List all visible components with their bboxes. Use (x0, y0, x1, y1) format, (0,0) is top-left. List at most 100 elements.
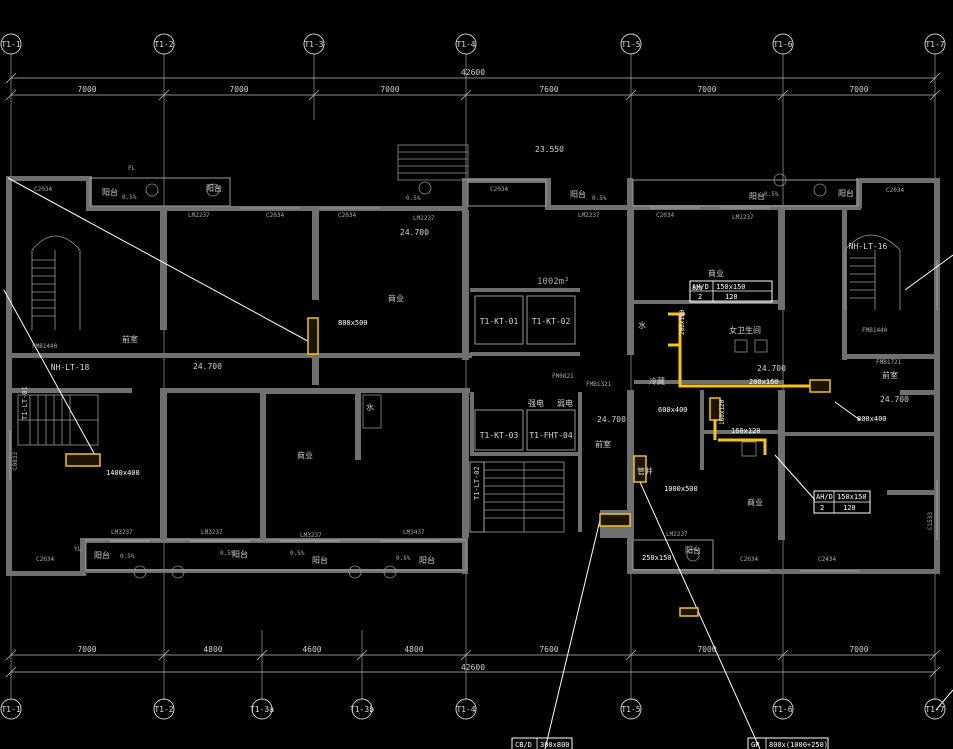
room-label: 商业 (708, 268, 724, 278)
dim-bottom: 7000 (77, 645, 96, 654)
table-cell: 2 (820, 504, 824, 512)
stair-center (483, 461, 565, 533)
window-tag: C2034 (740, 556, 758, 563)
bottom-axis-bubbles (0, 698, 946, 720)
door-tag: LM3237 (300, 532, 322, 539)
room-labels: 商业 商业 商业 商业 前室 前室 前室 女卫生间 阳台 阳台 阳台 阳台 阳台… (94, 183, 898, 565)
tag-code: CB/D (515, 741, 532, 749)
dim-top: 7000 (77, 85, 96, 94)
hatch-label: YL (74, 546, 82, 553)
room-label: 商业 (388, 293, 404, 303)
area-label: 1002m² (537, 277, 570, 287)
window-tag: C1533 (927, 512, 934, 530)
dim-bottom: 7600 (539, 645, 558, 654)
window-tag: C2434 (818, 556, 836, 563)
table-head: AH/D (816, 493, 833, 501)
axis-label-top: T1-5 (621, 40, 640, 49)
door-tags: LM2237 LM2237 LM2237 LM2237 LM3237 LM323… (12, 186, 934, 563)
room-label: 阳台 (570, 189, 586, 199)
room-label: 水 (366, 402, 374, 412)
top-axis-bubbles (0, 33, 946, 55)
top-dimension-lines (5, 72, 941, 101)
duct-table-1: AH/D 150x150 2 120 (689, 280, 773, 303)
top-axis-labels: T1-1 T1-2 T1-3 T1-4 T1-5 T1-6 T1-7 (1, 40, 944, 49)
room-label: 阳台 (232, 549, 248, 559)
room-label: 阳台 (749, 191, 765, 201)
axis-label-bottom: T1-6 (773, 705, 792, 714)
room-label: 阳台 (838, 188, 854, 198)
elevation: 24.700 (880, 395, 909, 404)
elevation: 24.700 (400, 228, 429, 237)
elevator-label: T1-FHT-04 (529, 431, 573, 440)
dim-bottom: 7000 (849, 645, 868, 654)
window-tag: C2034 (36, 556, 54, 563)
room-label: 前室 (122, 334, 138, 344)
bottom-axis-labels: T1-1 T1-2 T1-3a T1-3b T1-4 T1-5 T1-6 T1-… (1, 705, 944, 714)
slope: 0.5% (290, 550, 305, 557)
door-tag: LM2237 (188, 212, 210, 219)
slope: 0.5% (406, 195, 421, 202)
slope: 0.5% (764, 191, 779, 198)
dim-bottom: 4800 (404, 645, 423, 654)
duct-units (65, 317, 831, 617)
room-label: 水 (638, 320, 646, 330)
door-tag: LM3237 (201, 529, 223, 536)
room-label: 阳台 (94, 550, 110, 560)
top-dimension-text: 42600 7000 7000 7000 7600 7000 7000 (77, 68, 868, 94)
balcony-rails (85, 177, 859, 571)
door-tag: LM3437 (403, 529, 425, 536)
room-label: 前室 (882, 370, 898, 380)
axis-label-top: T1-2 (154, 40, 173, 49)
duct-label: 800x500 (338, 319, 368, 327)
flow-label: 120 (692, 285, 703, 292)
table-head: 150x150 (716, 283, 746, 291)
duct-label: 1000x500 (664, 485, 698, 493)
door-tag: FMB1440 (862, 327, 888, 334)
dim-total-bottom: 42600 (461, 663, 485, 672)
axis-label-bottom: T1-3b (350, 705, 374, 714)
axis-label-bottom: T1-7 (925, 705, 944, 714)
axis-label-bottom: T1-2 (154, 705, 173, 714)
window-tag: C2034 (338, 212, 356, 219)
room-label: 阳台 (419, 555, 435, 565)
door-tag: FMB1440 (32, 343, 58, 350)
axis-label-top: T1-7 (925, 40, 944, 49)
elevator-label: T1-KT-03 (480, 431, 519, 440)
room-label: 前室 (595, 439, 611, 449)
stair-right-top (844, 234, 901, 310)
room-label: 阳台 (312, 555, 328, 565)
duct-table-2: AH/D 150x150 2 120 (813, 490, 871, 514)
duct-label: 200x160 (749, 378, 779, 386)
elevation-marks: 24.700 24.700 24.700 24.700 24.700 23.55… (193, 145, 909, 424)
duct-label: 1400x400 (106, 469, 140, 477)
door-tag: FMB1721 (876, 359, 902, 366)
slope: 0.5% (120, 553, 135, 560)
slope: 0.5% (592, 195, 607, 202)
dim-top: 7600 (539, 85, 558, 94)
elevator-shafts (469, 295, 576, 533)
axis-label-bottom: T1-5 (621, 705, 640, 714)
room-label: 阳台 (685, 545, 701, 555)
stair-label: T1-LT-02 (473, 466, 481, 500)
table-cell: 120 (725, 293, 738, 301)
door-tag: LM2237 (413, 215, 435, 222)
elevation: 23.550 (535, 145, 564, 154)
tag-code: GP (751, 741, 759, 749)
fixtures (133, 144, 827, 579)
stair-label: NH-LT-16 (849, 242, 888, 251)
axis-label-top: T1-1 (1, 40, 20, 49)
axis-label-top: T1-3 (304, 40, 323, 49)
axis-label-top: T1-6 (773, 40, 792, 49)
room-label: 强电 (528, 398, 544, 408)
dim-top: 7000 (229, 85, 248, 94)
door-tag: LM2237 (578, 212, 600, 219)
bottom-tag-gp: GP 800x(1000+250) (747, 737, 829, 749)
room-label: 阳台 (206, 183, 222, 193)
axis-label-bottom: T1-1 (1, 705, 20, 714)
table-head: AH/D (692, 283, 709, 291)
door-tag: LM2237 (666, 531, 688, 538)
window-tag: C2034 (656, 212, 674, 219)
room-label: 商业 (747, 497, 763, 507)
bottom-dimension-lines (5, 649, 941, 678)
tag-size: 800x(1000+250) (769, 741, 828, 749)
